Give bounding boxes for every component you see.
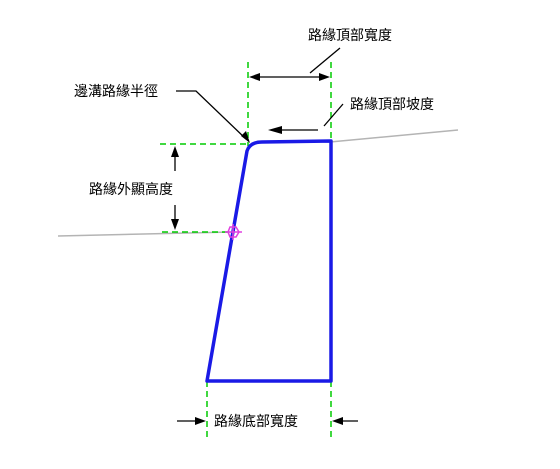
insertion-marker-icon [225,224,242,240]
top-width-leader [309,47,341,74]
arrowhead-icon [268,126,282,134]
label-top-slope: 路緣頂部坡度 [350,97,434,113]
ground-line-right [329,129,459,143]
arrowhead-icon [249,73,260,81]
label-top-width: 路緣頂部寬度 [308,27,392,44]
arrowhead-icon [332,417,343,425]
gutter-radius-leader [176,90,247,140]
arrowhead-icon [241,131,250,143]
arrowhead-icon [319,73,330,81]
label-bottom-width: 路緣底部寬度 [214,413,298,430]
dimension-arrows [171,73,358,425]
dimension-guides [160,62,332,440]
arrowhead-icon [195,417,206,425]
arrowhead-icon [171,219,179,230]
label-gutter-radius: 邊溝路緣半徑 [74,84,158,100]
leader-lines [176,47,344,140]
label-reveal-height: 路緣外顯高度 [89,181,173,198]
top-slope-leader [323,103,344,127]
arrowhead-icon [171,146,179,157]
curb-outline [205,139,333,383]
